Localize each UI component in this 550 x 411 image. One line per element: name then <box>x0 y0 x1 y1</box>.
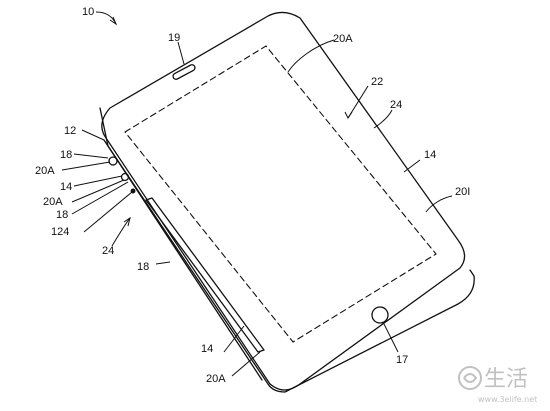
label-left-14: 14 <box>60 181 72 193</box>
label-left-18-a: 18 <box>60 149 72 161</box>
label-home-button: 17 <box>396 354 408 366</box>
label-side-18: 18 <box>137 261 149 273</box>
reference-labels: 10 19 20A 22 24 14 20I 12 18 20A 14 20A … <box>35 6 470 385</box>
label-side-14: 14 <box>201 343 213 355</box>
side-dot <box>130 188 136 194</box>
display-dashed-outline <box>124 45 437 343</box>
label-left-20a-b: 20A <box>43 196 63 208</box>
label-left-18-b: 18 <box>56 209 68 221</box>
label-device: 10 <box>82 6 94 18</box>
side-bevel-line <box>103 139 263 381</box>
label-side-right: 14 <box>424 149 436 161</box>
label-display-top: 20A <box>333 33 353 45</box>
home-button <box>371 306 389 324</box>
label-housing: 12 <box>64 125 76 137</box>
side-button-lower <box>120 172 130 182</box>
label-earpiece: 19 <box>168 32 180 44</box>
side-slot <box>145 197 265 353</box>
label-bezel-right: 24 <box>390 99 402 111</box>
watermark-text: 生活 <box>484 367 528 392</box>
watermark-logo-icon <box>458 366 482 390</box>
label-left-20a-a: 20A <box>35 165 55 177</box>
label-sensor: 20I <box>455 186 470 198</box>
front-face-outline <box>101 11 466 391</box>
label-left-24: 24 <box>102 245 114 257</box>
label-display: 22 <box>371 76 383 88</box>
earpiece-slot <box>172 64 196 80</box>
label-left-124: 124 <box>51 226 69 238</box>
watermark: 生活 www.3elife.net <box>458 366 537 404</box>
watermark-url: www.3elife.net <box>478 395 537 404</box>
housing-side-outline <box>99 107 475 393</box>
label-bottom-20a: 20A <box>206 373 226 385</box>
side-button-upper <box>108 156 118 166</box>
